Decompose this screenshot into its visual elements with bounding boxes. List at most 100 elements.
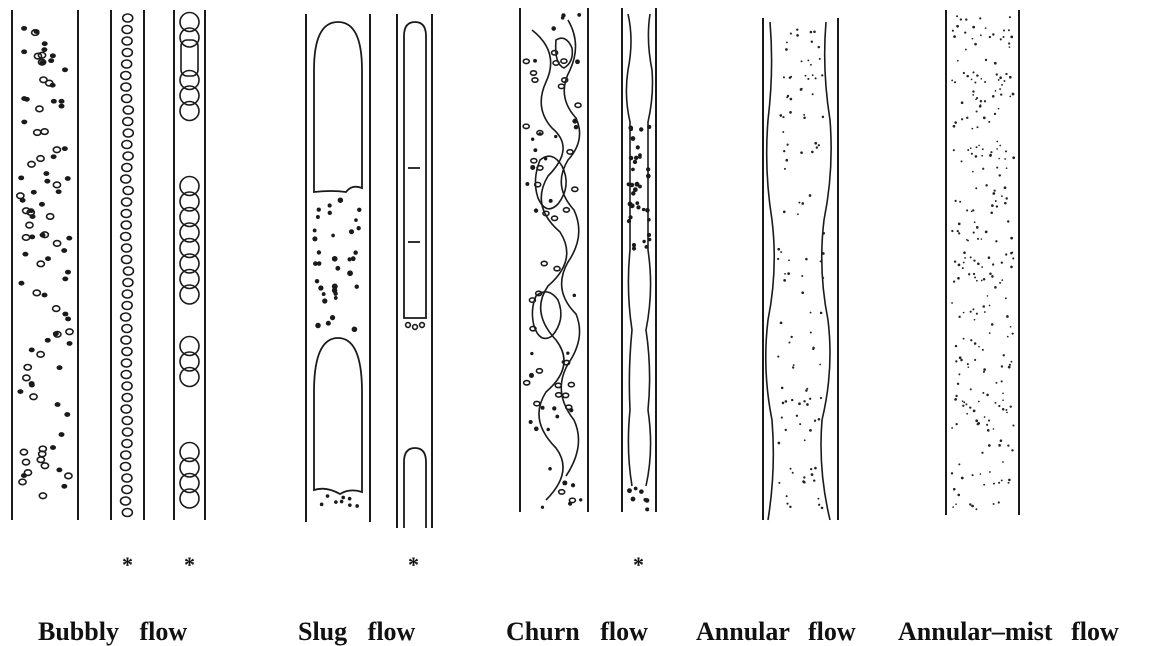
bubble bbox=[631, 136, 636, 141]
bubble bbox=[19, 479, 26, 485]
droplet bbox=[810, 312, 812, 314]
droplet bbox=[964, 257, 966, 259]
bubble bbox=[524, 381, 530, 385]
droplet bbox=[1001, 380, 1003, 382]
droplet bbox=[1012, 425, 1014, 427]
bubble bbox=[636, 145, 640, 149]
droplet bbox=[822, 277, 824, 279]
droplet bbox=[966, 75, 969, 78]
bubble bbox=[563, 393, 569, 397]
droplet bbox=[782, 402, 785, 405]
caption-word: Churn bbox=[506, 617, 580, 646]
bubble bbox=[647, 125, 651, 129]
droplet bbox=[974, 82, 976, 84]
bubble bbox=[121, 371, 131, 379]
bubble bbox=[648, 238, 652, 242]
bubble bbox=[122, 244, 132, 252]
droplet bbox=[982, 392, 984, 394]
bubble bbox=[122, 95, 132, 103]
bubble bbox=[558, 84, 564, 88]
droplet bbox=[995, 200, 997, 202]
bubble bbox=[22, 235, 29, 241]
droplet bbox=[958, 373, 960, 375]
droplet bbox=[983, 371, 985, 373]
droplet bbox=[955, 395, 957, 397]
droplet bbox=[1013, 94, 1015, 96]
droplet bbox=[978, 401, 980, 403]
droplet bbox=[974, 221, 976, 223]
asterisk-marker: * bbox=[633, 552, 644, 577]
bubble bbox=[312, 236, 317, 241]
droplet bbox=[967, 149, 969, 151]
bubble bbox=[121, 175, 131, 183]
bubble bbox=[65, 270, 71, 275]
bubble bbox=[533, 59, 537, 63]
droplet bbox=[974, 359, 976, 361]
bubble bbox=[347, 257, 351, 261]
droplet bbox=[962, 267, 964, 269]
droplet bbox=[979, 105, 982, 108]
bubble bbox=[65, 473, 72, 479]
bubble bbox=[531, 138, 534, 141]
bubble bbox=[566, 352, 569, 355]
droplet bbox=[1012, 333, 1014, 335]
droplet bbox=[799, 423, 801, 425]
droplet bbox=[972, 90, 974, 92]
caption-word: Annular–mist bbox=[898, 617, 1053, 646]
droplet bbox=[809, 429, 812, 432]
droplet bbox=[973, 409, 976, 412]
bubble bbox=[340, 500, 344, 504]
bubble bbox=[638, 185, 642, 189]
bubble bbox=[630, 183, 635, 188]
droplet bbox=[1006, 315, 1009, 318]
bubble bbox=[341, 496, 345, 500]
droplet bbox=[961, 118, 963, 120]
pipe-bubbly-column bbox=[111, 10, 144, 520]
droplet bbox=[998, 158, 1000, 160]
droplet bbox=[971, 505, 974, 508]
bubble bbox=[53, 241, 60, 247]
bubble bbox=[326, 321, 331, 326]
droplet bbox=[788, 259, 790, 261]
droplet bbox=[974, 342, 977, 345]
droplet bbox=[974, 277, 976, 279]
bubble bbox=[541, 406, 545, 410]
bubble bbox=[37, 352, 44, 358]
bubble bbox=[420, 323, 425, 328]
droplet bbox=[960, 359, 963, 362]
droplet bbox=[994, 190, 996, 192]
droplet bbox=[796, 34, 799, 37]
droplet bbox=[1008, 29, 1010, 31]
taylor-bubble-upper bbox=[404, 22, 426, 318]
droplet bbox=[785, 429, 787, 431]
bubble bbox=[121, 497, 131, 505]
droplet bbox=[1003, 354, 1005, 356]
bubble bbox=[634, 156, 638, 160]
droplet bbox=[984, 311, 986, 313]
droplet bbox=[974, 43, 977, 46]
bubble bbox=[530, 352, 533, 355]
bubble bbox=[332, 256, 338, 262]
droplet bbox=[970, 311, 972, 313]
bubble bbox=[57, 365, 63, 370]
bubble bbox=[17, 193, 24, 199]
bubble bbox=[65, 176, 71, 181]
bubble bbox=[121, 359, 131, 367]
droplet bbox=[786, 96, 788, 98]
droplet bbox=[981, 155, 983, 157]
droplet bbox=[953, 125, 956, 128]
bubble bbox=[121, 463, 131, 471]
droplet bbox=[809, 398, 811, 400]
droplet bbox=[982, 148, 984, 150]
droplet bbox=[996, 73, 998, 75]
bubble bbox=[53, 147, 60, 153]
droplet bbox=[953, 488, 956, 491]
droplet bbox=[1002, 392, 1004, 394]
droplet bbox=[982, 349, 984, 351]
droplet bbox=[785, 159, 788, 162]
droplet bbox=[1009, 364, 1011, 366]
droplet bbox=[957, 230, 959, 232]
droplet bbox=[955, 345, 957, 347]
droplet bbox=[999, 282, 1001, 284]
droplet bbox=[1002, 399, 1004, 401]
